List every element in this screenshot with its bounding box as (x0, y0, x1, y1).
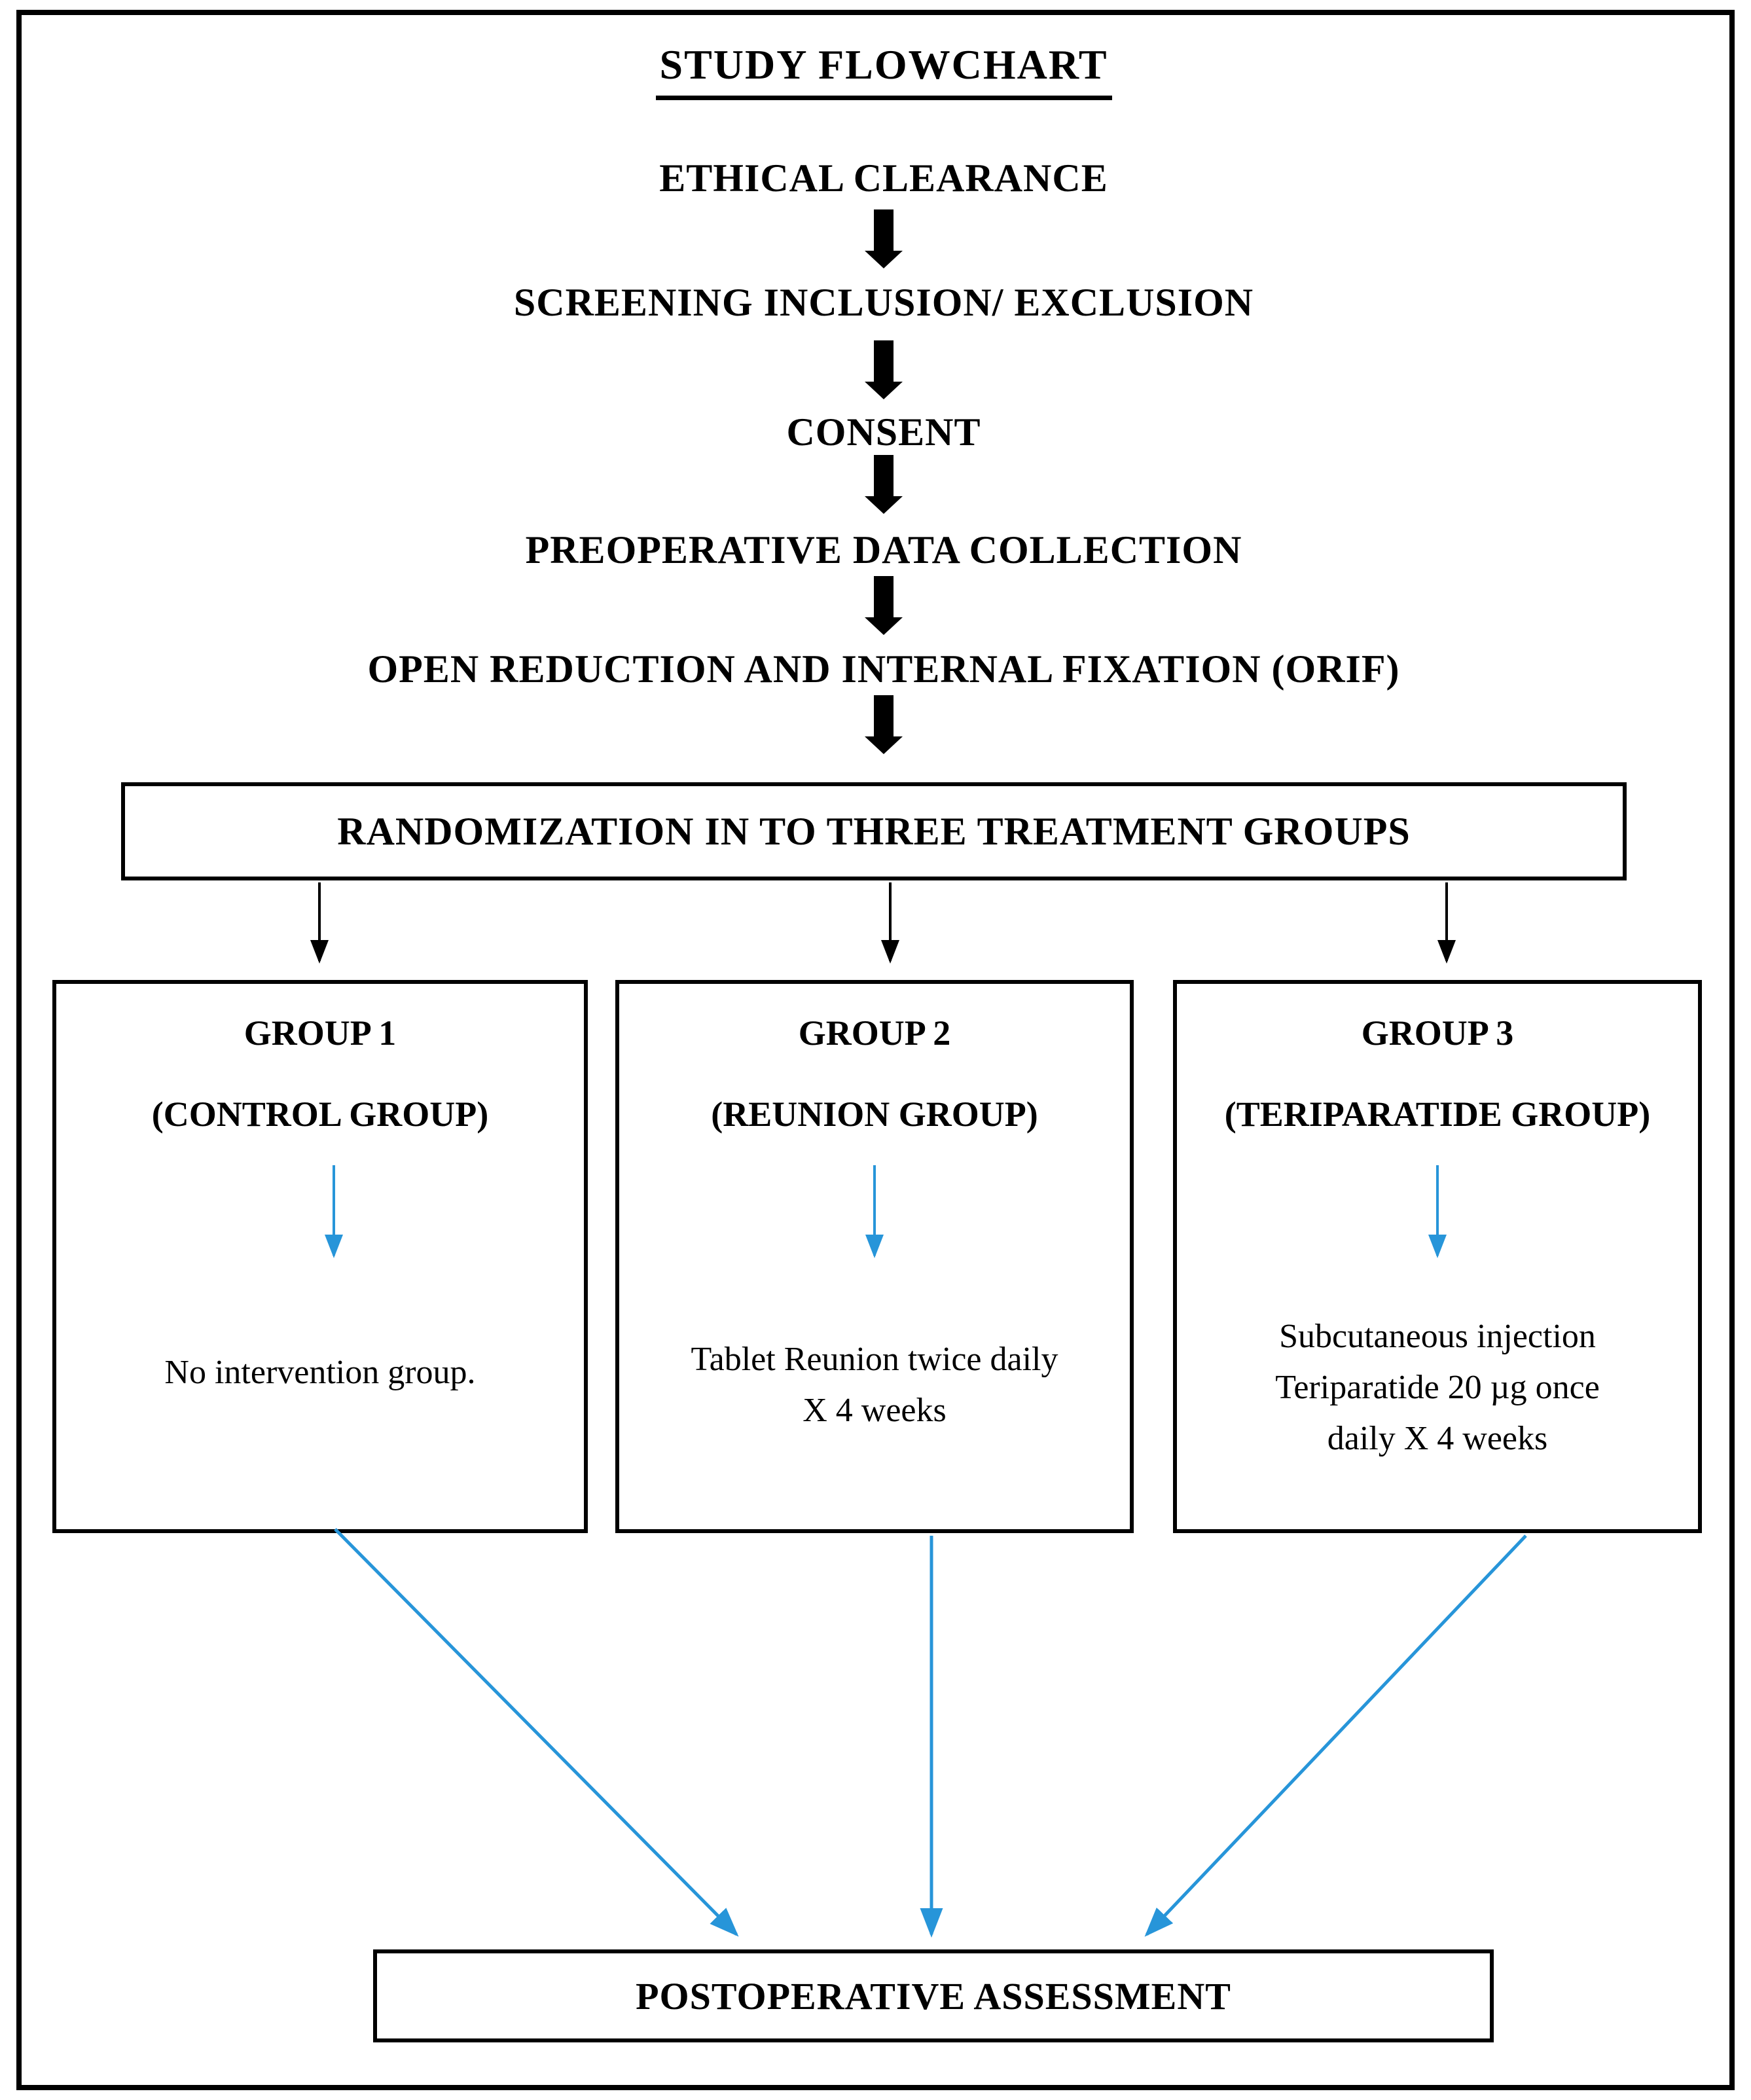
group-2-name: GROUP 2 (798, 1013, 951, 1053)
group-3-description: Subcutaneous injection Teriparatide 20 µ… (1275, 1318, 1600, 1457)
step-screening: SCREENING INCLUSION/ EXCLUSION (513, 281, 1254, 324)
group-2-subtitle: (REUNION GROUP) (711, 1095, 1038, 1134)
step-orif: OPEN REDUCTION AND INTERNAL FIXATION (OR… (367, 647, 1400, 691)
group-2-box: GROUP 2 (REUNION GROUP) Tablet Reunion t… (615, 980, 1134, 1533)
group-3-name: GROUP 3 (1361, 1013, 1514, 1053)
title-row: STUDY FLOWCHART (16, 41, 1751, 100)
group-3-subtitle: (TERIPARATIDE GROUP) (1224, 1095, 1651, 1134)
group-1-name: GROUP 1 (244, 1013, 397, 1053)
group-1-box: GROUP 1 (CONTROL GROUP) No intervention … (52, 980, 588, 1533)
step-consent: CONSENT (786, 410, 981, 454)
step-preoperative-data: PREOPERATIVE DATA COLLECTION (525, 528, 1242, 571)
postoperative-assessment-box: POSTOPERATIVE ASSESSMENT (373, 1949, 1494, 2042)
randomization-label: RANDOMIZATION IN TO THREE TREATMENT GROU… (337, 809, 1411, 853)
postoperative-assessment-label: POSTOPERATIVE ASSESSMENT (636, 1974, 1231, 2018)
outer-border (16, 10, 1735, 2090)
group-1-description: No intervention group. (164, 1354, 476, 1391)
group-1-subtitle: (CONTROL GROUP) (151, 1095, 489, 1134)
group-2-description: Tablet Reunion twice daily X 4 weeks (691, 1341, 1058, 1429)
page-title: STUDY FLOWCHART (655, 41, 1112, 100)
group-3-box: GROUP 3 (TERIPARATIDE GROUP) Subcutaneou… (1173, 980, 1702, 1533)
step-ethical-clearance: ETHICAL CLEARANCE (659, 156, 1108, 200)
randomization-box: RANDOMIZATION IN TO THREE TREATMENT GROU… (121, 782, 1627, 880)
